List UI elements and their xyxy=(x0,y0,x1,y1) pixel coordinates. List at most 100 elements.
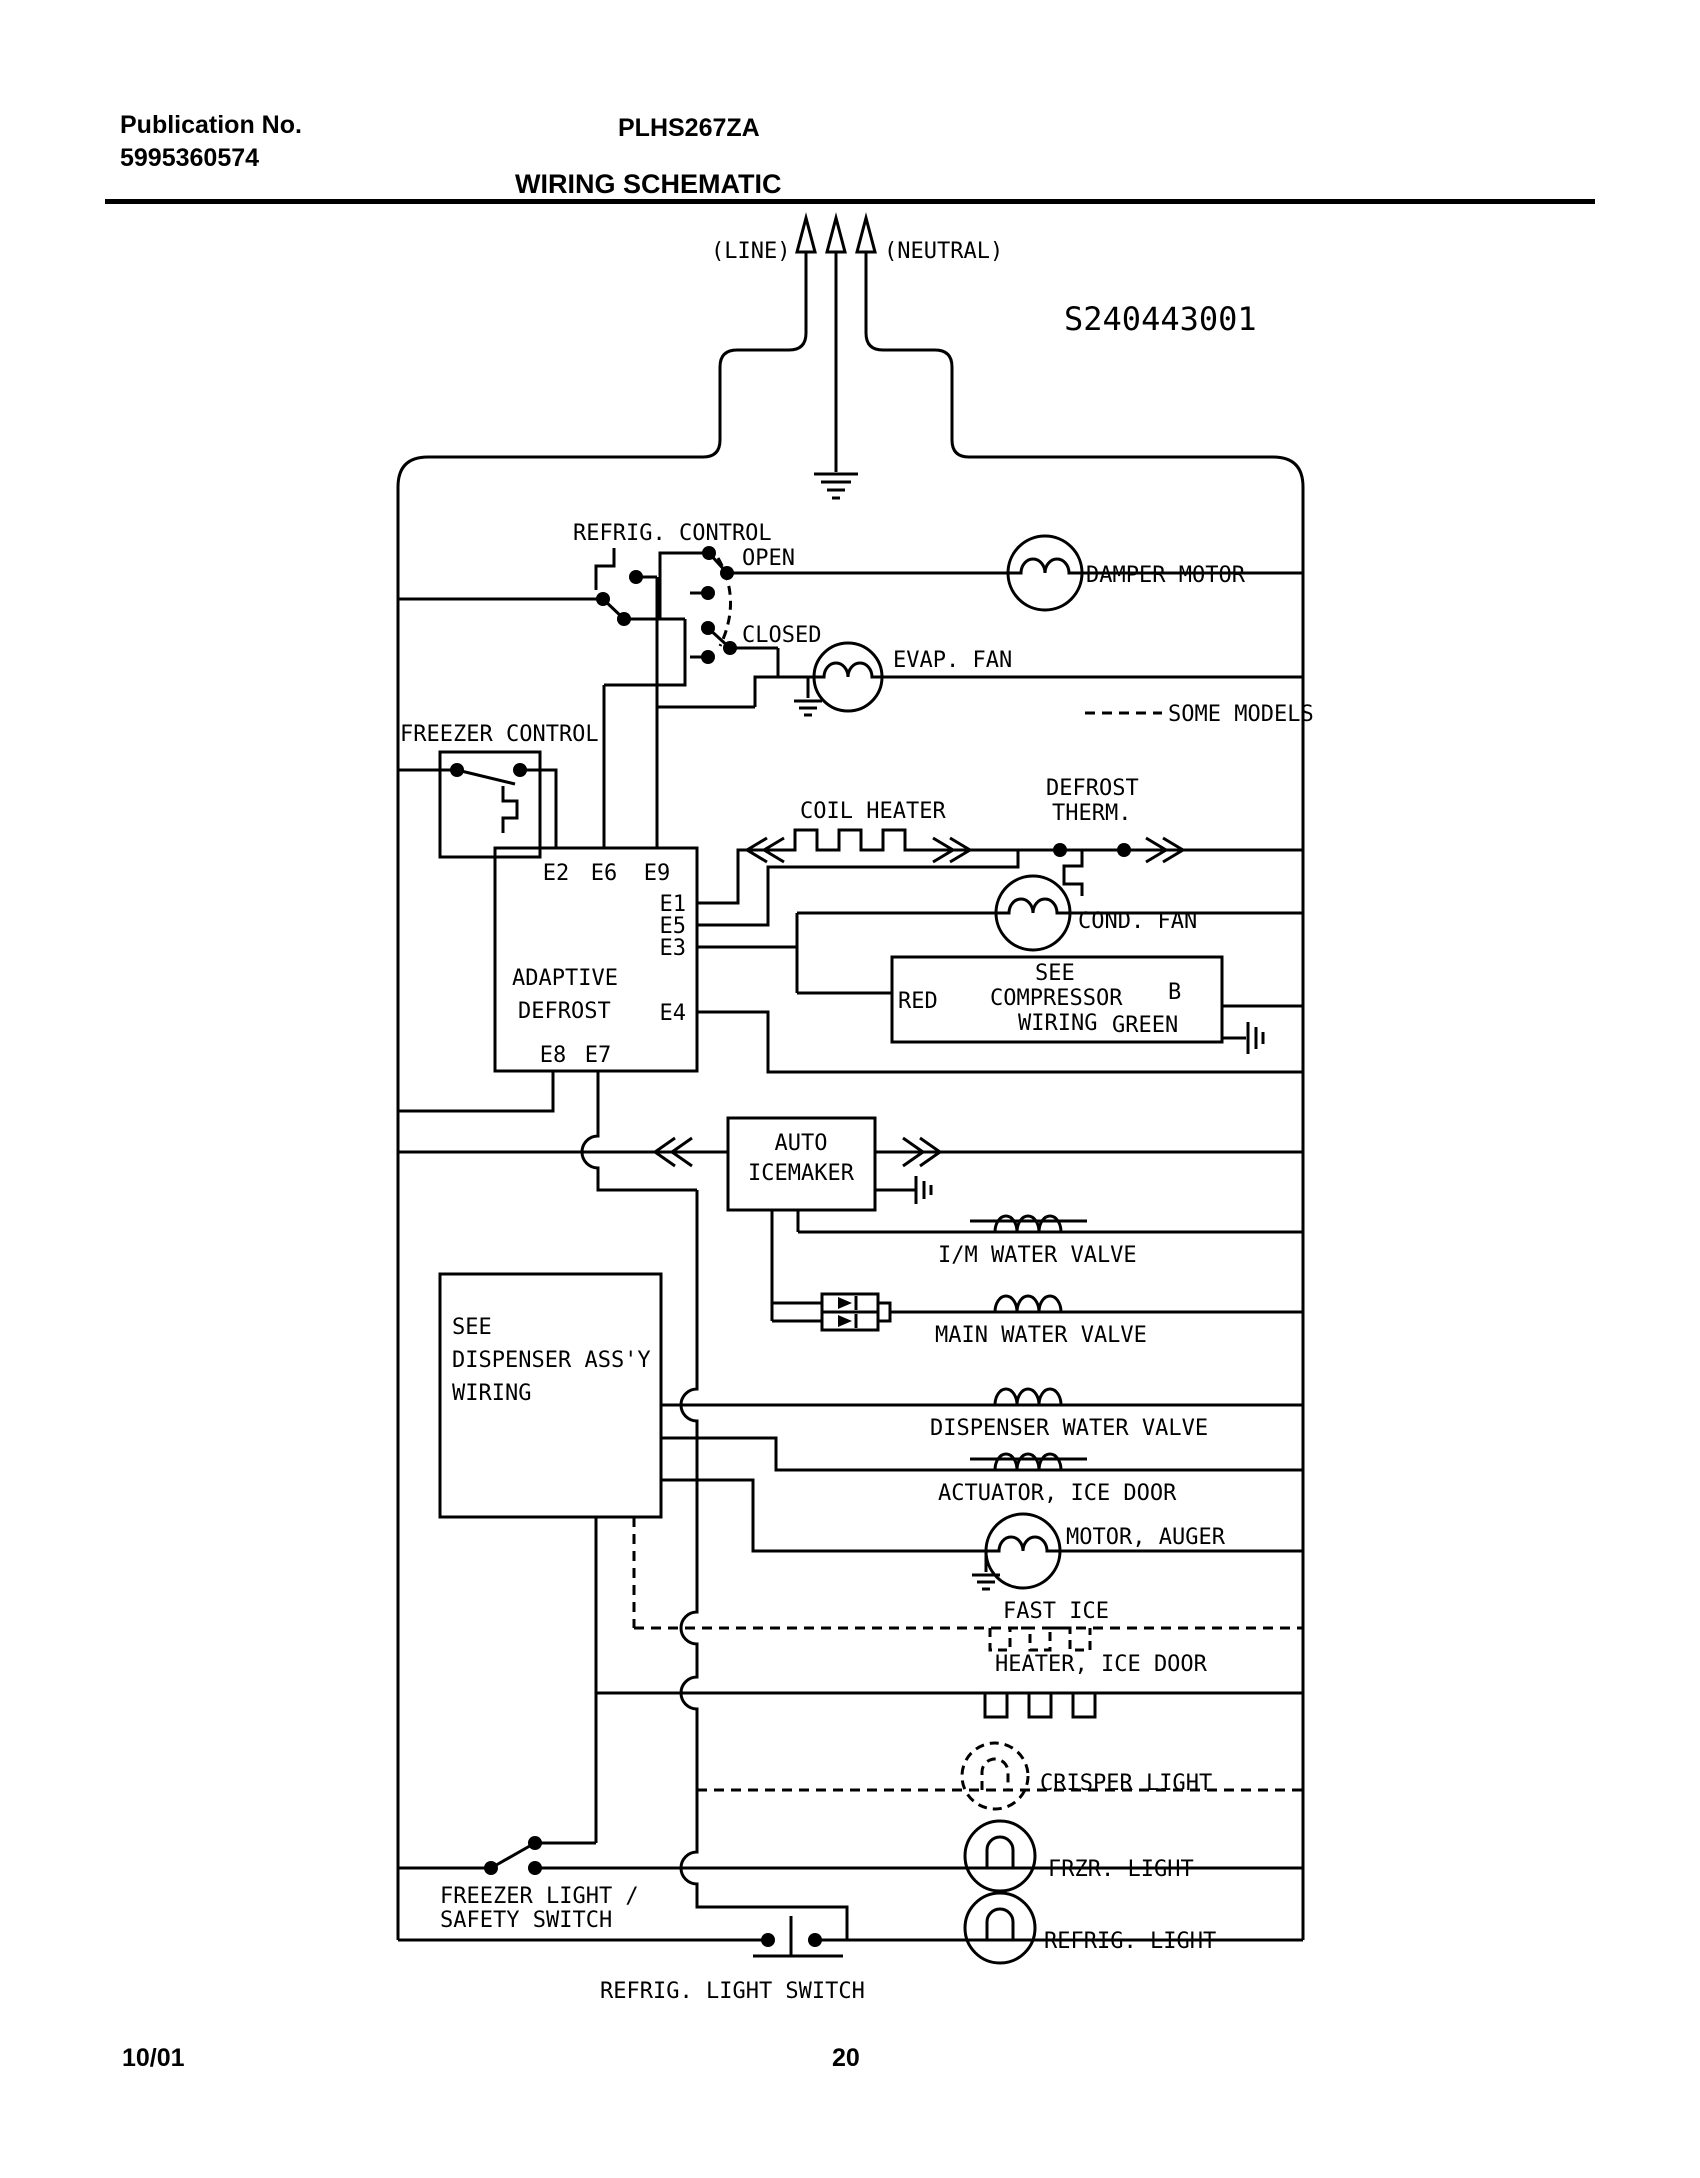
page-title: WIRING SCHEMATIC xyxy=(515,169,781,199)
evap-fan: EVAP. FAN xyxy=(794,641,1303,717)
refrig-light-icon xyxy=(963,1891,1037,1965)
damper-motor: DAMPER MOTOR xyxy=(727,534,1303,612)
actuator-ice-door-label: ACTUATOR, ICE DOOR xyxy=(938,1481,1177,1506)
neutral-bus-wire xyxy=(679,1190,849,1940)
model-number: PLHS267ZA xyxy=(618,114,760,142)
some-models-legend: SOME MODELS xyxy=(1085,702,1314,727)
heater-ice-door-label: HEATER, ICE DOOR xyxy=(995,1652,1208,1677)
dispenser-water-valve: DISPENSER WATER VALVE xyxy=(661,1387,1303,1441)
im-valve-coil-icon xyxy=(993,1214,1063,1233)
pin-e6-label: E6 xyxy=(591,861,618,886)
some-models-label: SOME MODELS xyxy=(1168,702,1314,727)
dispenser-assy-box: SEE DISPENSER ASS'Y WIRING xyxy=(438,1272,663,1519)
pin-e9-label: E9 xyxy=(644,861,671,886)
refrig-light-row: REFRIG. LIGHT REFRIG. LIGHT SWITCH xyxy=(600,1891,1216,2004)
neutral-label: (NEUTRAL) xyxy=(884,239,1003,264)
pin-e8-label: E8 xyxy=(540,1043,567,1068)
green-ground-icon xyxy=(1246,1022,1265,1054)
pin-e3-label: E3 xyxy=(660,936,687,961)
adaptive-defrost-label-2: DEFROST xyxy=(518,999,611,1024)
neutral-arrow-icon xyxy=(855,212,877,254)
fast-ice-heater-icon xyxy=(988,1626,1092,1652)
dispenser-box-label-1: SEE xyxy=(452,1315,492,1340)
pin-e7-label: E7 xyxy=(585,1043,612,1068)
cond-fan-label: COND. FAN xyxy=(1078,909,1197,934)
connector-right2-icon xyxy=(1145,836,1186,864)
motor-auger-label: MOTOR, AUGER xyxy=(1066,1525,1226,1550)
actuator-ice-door: ACTUATOR, ICE DOOR xyxy=(661,1436,1303,1506)
frzr-light-label: FRZR. LIGHT xyxy=(1048,1857,1194,1882)
icemaker-connector-right-icon xyxy=(902,1136,943,1168)
crisper-light-icon xyxy=(960,1741,1030,1811)
freezer-safety-switch-label-2: SAFETY SWITCH xyxy=(440,1908,612,1933)
water-valve-connector xyxy=(820,1292,892,1332)
actuator-coil-icon xyxy=(993,1452,1063,1471)
icemaker-label-2: ICEMAKER xyxy=(748,1161,855,1186)
closed-label: CLOSED xyxy=(742,623,821,648)
im-water-valve-label: I/M WATER VALVE xyxy=(938,1243,1137,1268)
evap-fan-ground-icon xyxy=(794,699,822,717)
footer-page-number: 20 xyxy=(832,2044,860,2072)
icemaker-connector-left-icon xyxy=(652,1136,693,1168)
heater-ice-door: HEATER, ICE DOOR xyxy=(594,1517,1303,1843)
main-valve-coil-icon xyxy=(993,1294,1063,1313)
refrig-control-leader xyxy=(594,548,616,590)
fast-ice: FAST ICE xyxy=(632,1517,1303,1652)
e7-wire xyxy=(580,1071,697,1192)
pin-e2-label: E2 xyxy=(543,861,570,886)
ice-door-heater-icon xyxy=(983,1691,1097,1719)
power-entry: (LINE) (NEUTRAL) S240443001 xyxy=(702,212,1257,500)
auto-icemaker: AUTO ICEMAKER xyxy=(398,1116,1303,1323)
fast-ice-label: FAST ICE xyxy=(1003,1599,1109,1624)
footer-date: 10/01 xyxy=(122,2044,185,2072)
red-wire-label: RED xyxy=(898,989,938,1014)
e8-wire xyxy=(398,1071,555,1113)
publication-number: 5995360574 xyxy=(120,144,259,172)
damper-motor-label: DAMPER MOTOR xyxy=(1086,563,1246,588)
coil-heater-defrost-therm: COIL HEATER DEFROST THERM. xyxy=(697,776,1303,927)
defrost-therm-label-1: DEFROST xyxy=(1046,776,1139,801)
freezer-control-label: FREEZER CONTROL xyxy=(400,722,599,747)
auger-ground-icon xyxy=(972,1573,1000,1591)
line-label: (LINE) xyxy=(711,239,790,264)
dispenser-box-label-3: WIRING xyxy=(452,1381,531,1406)
freezer-control: FREEZER CONTROL xyxy=(398,722,599,859)
open-label: OPEN xyxy=(742,546,795,571)
schematic-part-number: S240443001 xyxy=(1064,300,1257,338)
enclosure-border xyxy=(396,455,1305,1942)
compressor-box: SEE COMPRESSOR WIRING RED B GREEN xyxy=(797,955,1303,1054)
coil-heater-icon xyxy=(790,828,925,852)
icemaker-label-1: AUTO xyxy=(775,1131,828,1156)
connector-left-icon xyxy=(744,836,785,864)
refrig-control-label: REFRIG. CONTROL xyxy=(573,521,772,546)
main-water-valve: MAIN WATER VALVE xyxy=(890,1294,1303,1348)
main-water-valve-label: MAIN WATER VALVE xyxy=(935,1323,1147,1348)
crisper-light: CRISPER LIGHT xyxy=(697,1741,1303,1811)
switch-linkage-arc xyxy=(716,557,732,647)
evap-fan-label: EVAP. FAN xyxy=(893,648,1012,673)
adaptive-defrost-box: ADAPTIVE DEFROST E2 E6 E9 E1 E5 E3 E4 E8… xyxy=(493,846,699,1073)
adaptive-defrost-label-1: ADAPTIVE xyxy=(512,966,618,991)
pin-e4-label: E4 xyxy=(660,1001,687,1026)
green-wire-label: GREEN xyxy=(1112,1013,1178,1038)
dispenser-valve-coil-icon xyxy=(993,1387,1063,1406)
publication-label: Publication No. xyxy=(120,111,302,139)
frzr-light-icon xyxy=(963,1819,1037,1893)
coil-heater-label: COIL HEATER xyxy=(800,799,946,824)
im-water-valve: I/M WATER VALVE xyxy=(798,1214,1303,1268)
refrig-light-label: REFRIG. LIGHT xyxy=(1044,1929,1216,1954)
b-wire-label: B xyxy=(1168,980,1181,1005)
cond-fan: COND. FAN xyxy=(697,874,1303,993)
refrig-control: REFRIG. CONTROL OPEN CLOSED xyxy=(398,521,821,848)
crisper-light-label: CRISPER LIGHT xyxy=(1040,1771,1212,1796)
pin-e1-label: E1 xyxy=(660,892,687,917)
dispenser-water-valve-label: DISPENSER WATER VALVE xyxy=(930,1416,1208,1441)
ground-arrow-icon xyxy=(825,212,847,254)
refrig-light-switch-icon xyxy=(753,1916,843,1958)
compressor-label-1: SEE xyxy=(1035,961,1075,986)
icemaker-ground-icon xyxy=(914,1176,933,1204)
defrost-therm-icon xyxy=(1062,850,1084,896)
mains-ground-icon xyxy=(814,472,858,500)
